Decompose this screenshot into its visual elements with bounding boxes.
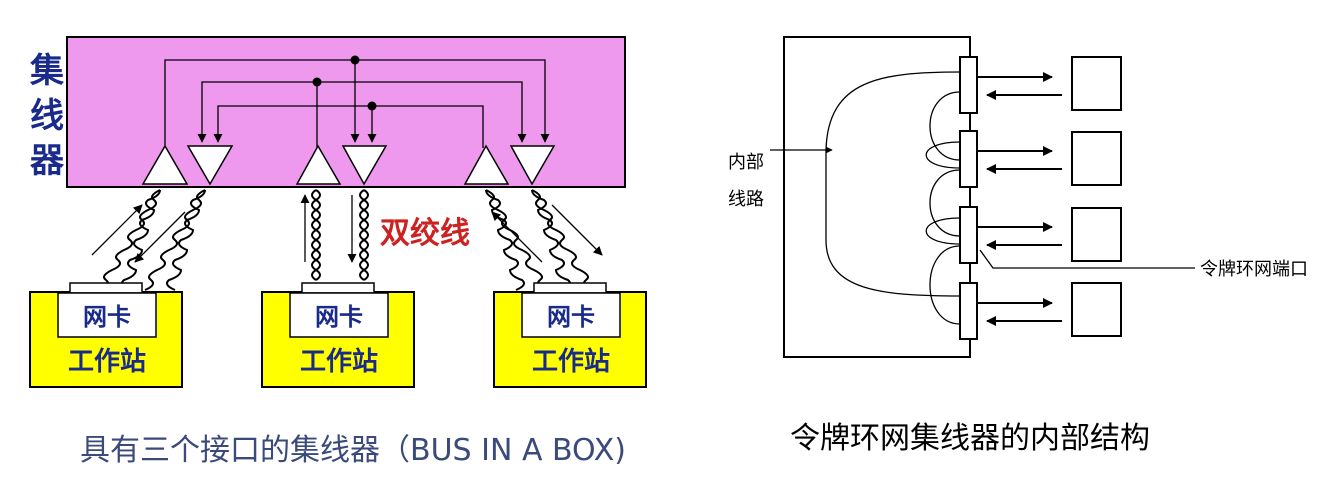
port-triangles bbox=[141, 144, 556, 186]
station-label: 工作站 bbox=[68, 347, 146, 377]
up-triangle-1 bbox=[141, 144, 189, 185]
nic-connector bbox=[533, 282, 607, 294]
token-ring-hub-box bbox=[783, 36, 971, 358]
right-caption: 令牌环网集线器的内部结构 bbox=[790, 421, 1150, 456]
nic-box bbox=[57, 292, 157, 338]
ring-station bbox=[1071, 56, 1122, 111]
nic-label: 网卡 bbox=[547, 303, 595, 331]
port-label-pointer bbox=[979, 249, 1195, 269]
ring-ports bbox=[959, 56, 978, 340]
internal-line-label-1: 内部 bbox=[728, 152, 764, 173]
up-triangle-2 bbox=[295, 144, 342, 185]
ring-stations bbox=[1071, 56, 1122, 337]
cable bbox=[121, 189, 161, 291]
port-label: 令牌环网端口 bbox=[1200, 259, 1308, 280]
cable bbox=[99, 189, 161, 291]
cable bbox=[485, 189, 525, 291]
workstation: 网卡 工作站 bbox=[29, 282, 183, 388]
left-caption: 具有三个接口的集线器（BUS IN A BOX) bbox=[80, 433, 626, 468]
cable bbox=[311, 189, 321, 281]
cable bbox=[485, 189, 547, 291]
cable bbox=[359, 189, 369, 281]
cable bbox=[144, 189, 206, 291]
down-triangle-1 bbox=[186, 145, 234, 186]
ring-station bbox=[1071, 207, 1122, 262]
ring-port bbox=[959, 56, 978, 114]
ring-station bbox=[1071, 131, 1122, 186]
signal-arrows bbox=[91, 194, 603, 263]
cable bbox=[166, 189, 206, 291]
hub-label-2: 线 bbox=[30, 96, 64, 136]
nic-label: 网卡 bbox=[83, 303, 131, 331]
nic-box bbox=[521, 292, 621, 338]
nic-box bbox=[289, 292, 389, 338]
down-triangle-2 bbox=[341, 145, 388, 186]
station-label: 工作站 bbox=[300, 347, 378, 377]
cable bbox=[359, 189, 369, 281]
hub-label-1: 集 bbox=[29, 51, 64, 91]
station-label: 工作站 bbox=[532, 347, 610, 377]
workstation: 网卡 工作站 bbox=[493, 282, 647, 388]
cable bbox=[311, 189, 321, 281]
hub-label-3: 器 bbox=[30, 141, 65, 181]
twisted-pair-label: 双绞线 bbox=[380, 216, 470, 251]
right-diagram: 内部 线路 令牌环网端口 bbox=[728, 36, 1308, 456]
down-triangle-3 bbox=[509, 145, 556, 186]
left-diagram: 集 线 器 bbox=[29, 36, 647, 468]
port-arrows bbox=[977, 72, 1062, 326]
cable bbox=[531, 189, 593, 291]
up-triangle-3 bbox=[463, 144, 510, 185]
ring-port bbox=[959, 206, 978, 264]
junction-dot bbox=[312, 77, 322, 87]
nic-connector bbox=[301, 282, 375, 294]
junction-dot bbox=[367, 101, 377, 111]
nic-label: 网卡 bbox=[315, 303, 363, 331]
ring-station bbox=[1071, 282, 1122, 337]
twisted-pair-cables bbox=[99, 189, 593, 291]
nic-connector bbox=[69, 282, 143, 294]
cable bbox=[531, 189, 571, 291]
internal-line-label-2: 线路 bbox=[728, 189, 764, 210]
workstation: 网卡 工作站 bbox=[261, 282, 415, 388]
ring-port bbox=[959, 130, 978, 188]
junction-dot bbox=[350, 55, 360, 65]
ring-port bbox=[959, 282, 978, 340]
